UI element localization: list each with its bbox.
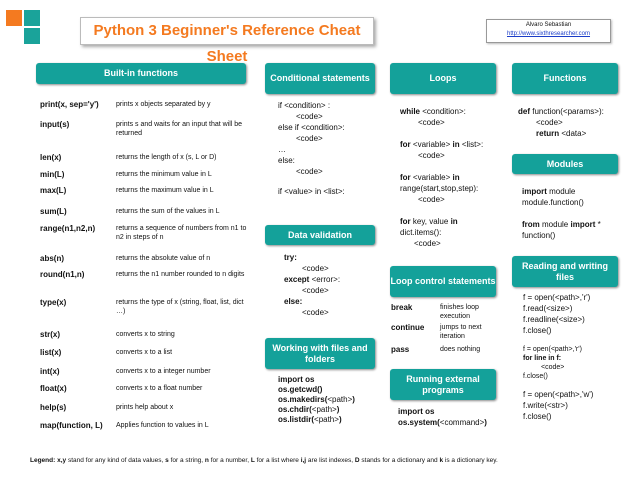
conditional-block: if <condition> : <code> else if <conditi…: [278, 101, 345, 196]
builtin-desc: prints x objects separated by y: [116, 101, 211, 108]
validation-block: try: <code> except <error>: <code> else:…: [284, 253, 341, 317]
builtin-desc: converts x to a list: [116, 349, 173, 356]
builtin-code: min(L): [40, 170, 65, 179]
builtin-desc: prints s and waits for an input that wil…: [116, 121, 243, 137]
conditional-header: Conditional statements: [265, 63, 375, 94]
builtin-desc: returns the length of x (s, L or D): [116, 154, 217, 161]
builtin-desc: returns the n1 number rounded to n digit…: [116, 271, 245, 278]
builtin-code: max(L): [40, 186, 67, 195]
functions-block: def function(<params>): <code> return <d…: [518, 107, 604, 138]
validation-header: Data validation: [265, 225, 375, 245]
loopcontrol-header: Loop control statements: [390, 266, 496, 297]
builtin-code: round(n1,n): [40, 270, 85, 279]
builtin-code: range(n1,n2,n): [40, 224, 96, 233]
builtin-code: type(x): [40, 298, 67, 307]
logo-square-teal-bottom: [24, 28, 40, 44]
builtin-code: abs(n): [40, 254, 64, 263]
loopcontrol-keyword: continue: [391, 323, 425, 332]
logo-square-orange: [6, 10, 22, 26]
loopcontrol-keyword: break: [391, 303, 413, 312]
loopcontrol-desc: does nothing: [440, 346, 481, 353]
logo-square-teal-top: [24, 10, 40, 26]
builtin-code: str(x): [40, 330, 61, 339]
builtin-code: sum(L): [40, 207, 67, 216]
builtin-desc: returns the minimum value in L: [116, 171, 212, 178]
builtin-desc: converts x to a integer number: [116, 368, 211, 375]
builtin-desc: converts x to a float number: [116, 385, 203, 392]
modules-header: Modules: [512, 154, 618, 174]
author-name: Alvaro Sebastian: [525, 22, 572, 28]
builtin-desc: prints help about x: [116, 404, 174, 411]
legend: Legend: x,y stand for any kind of data v…: [30, 457, 498, 464]
loopcontrol-desc: jumps to next iteration: [440, 324, 482, 340]
builtin-desc: returns the type of x (string, float, li…: [116, 299, 244, 315]
logo: [6, 10, 46, 44]
files-header: Working with files and folders: [265, 338, 375, 369]
loopcontrol-desc: finishes loop execution: [440, 304, 479, 320]
builtin-desc: returns the absolute value of n: [116, 255, 211, 262]
builtin-code: map(function, L): [40, 421, 103, 430]
loops-header: Loops: [390, 63, 496, 94]
author-box: Alvaro Sebastian http://www.sixthresearc…: [486, 19, 611, 43]
builtin-code: help(s): [40, 403, 67, 412]
builtin-desc: returns the maximum value in L: [116, 187, 214, 194]
builtin-header: Built-in functions: [36, 63, 246, 84]
files-block: import os os.getcwd() os.makedirs(<path>…: [278, 375, 355, 424]
modules-block: import module module.function() from mod…: [522, 187, 601, 240]
builtin-code: len(x): [40, 153, 62, 162]
builtin-desc: returns the sum of the values in L: [116, 208, 220, 215]
reading-block: f = open(<path>,'r') f.read(<size>) f.re…: [523, 293, 594, 421]
reading-header: Reading and writing files: [512, 256, 618, 287]
loopcontrol-keyword: pass: [391, 345, 410, 354]
page-title: Python 3 Beginner's Reference Cheat Shee…: [80, 17, 374, 65]
external-header: Running external programs: [390, 369, 496, 400]
builtin-desc: Applies function to values in L: [116, 422, 209, 429]
builtin-code: list(x): [40, 348, 62, 357]
builtin-code: print(x, sep='y'): [40, 100, 99, 109]
builtin-code: input(s): [40, 120, 70, 129]
loops-block: while <condition>: <code> for <variable>…: [400, 107, 484, 248]
author-link[interactable]: http://www.sixthresearcher.com: [506, 31, 591, 37]
builtin-code: float(x): [40, 384, 67, 393]
functions-header: Functions: [512, 63, 618, 94]
external-block: import os os.system(<command>): [398, 407, 487, 427]
builtin-desc: converts x to string: [116, 331, 175, 338]
builtin-desc: returns a sequence of numbers from n1 to…: [116, 225, 247, 241]
builtin-code: int(x): [40, 367, 60, 376]
